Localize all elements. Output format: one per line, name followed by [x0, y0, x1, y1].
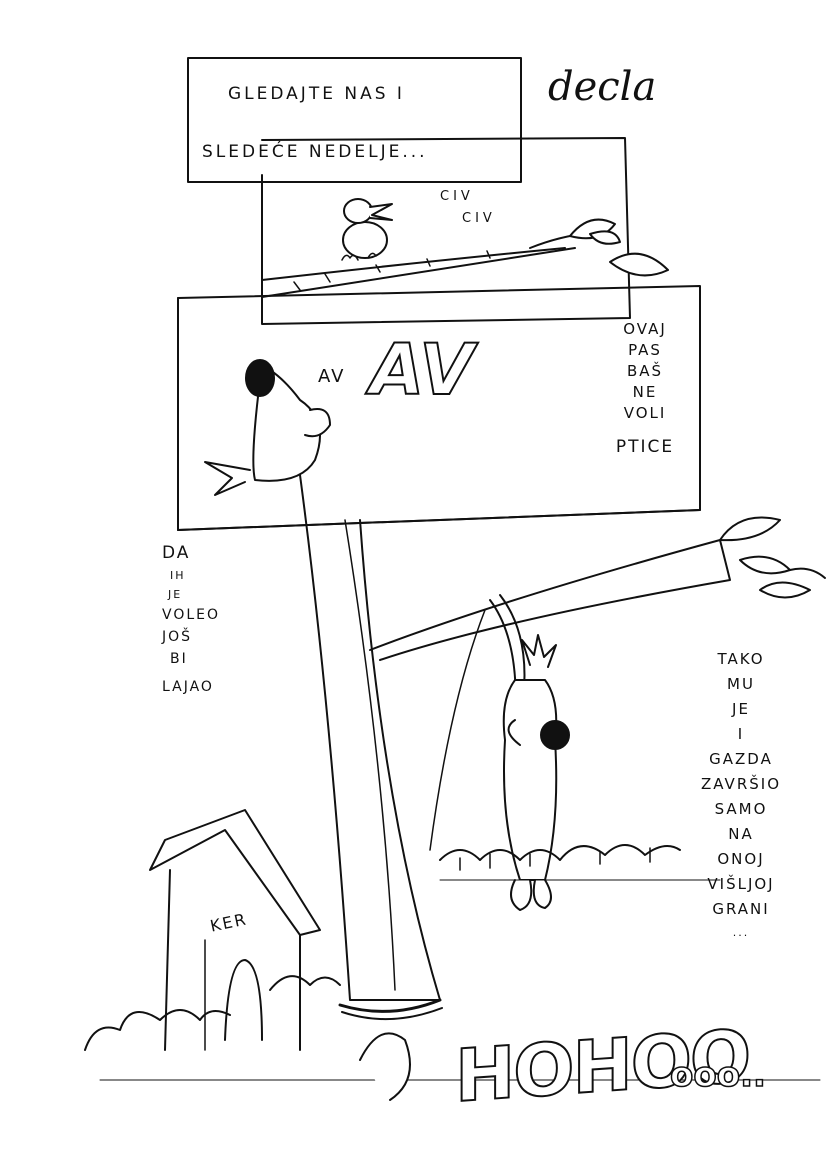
- dog-caption-word: PTICE: [615, 437, 675, 457]
- right-caption-word: GAZDA: [709, 750, 773, 768]
- bark-small: AV: [318, 366, 346, 387]
- right-caption: TAKO MU JE I GAZDA ZAVRŠIO SAMO NA ONOJ …: [676, 650, 806, 939]
- chirp-line-1: CIV: [440, 189, 474, 204]
- bird-panel: [261, 137, 631, 325]
- left-caption-word: VOLEO: [162, 607, 221, 623]
- right-caption-word: GRANI: [712, 900, 770, 918]
- dog-caption: OVAJ PAS BAŠ NE VOLI PTICE: [600, 322, 690, 456]
- left-caption-word: LAJAO: [162, 679, 214, 695]
- right-caption-word: I: [737, 725, 745, 743]
- right-caption-word: ...: [732, 926, 750, 939]
- right-caption-word: JE: [732, 700, 750, 718]
- signature: decla: [548, 64, 657, 110]
- doghouse-drawing: [149, 809, 321, 1051]
- chirp-line-2: CIV: [462, 211, 496, 226]
- title-line-2: SLEDEĆE NEDELJE...: [202, 142, 428, 162]
- left-caption: DA IH JE VOLEO JOŠ BI LAJAO: [162, 543, 252, 695]
- right-caption-word: MU: [727, 675, 755, 693]
- right-caption-word: NA: [728, 825, 754, 843]
- title-panel: [187, 57, 522, 183]
- left-caption-word: JE: [168, 588, 183, 601]
- small-bird-drawing: [341, 198, 393, 261]
- right-caption-word: VIŠLJOJ: [707, 875, 775, 893]
- hanging-bird-drawing: [502, 634, 570, 911]
- right-caption-word: ZAVRŠIO: [700, 775, 781, 793]
- right-caption-word: SAMO: [714, 800, 768, 818]
- title-line-1: GLEDAJTE NAS I: [228, 84, 405, 104]
- dog-head-drawing: [204, 359, 331, 496]
- right-caption-word: TAKO: [717, 650, 765, 668]
- laugh-tail: ooo..: [669, 1055, 766, 1095]
- tree-trunk: [299, 474, 441, 1001]
- left-caption-word: DA: [162, 543, 191, 563]
- left-caption-word: IH: [170, 569, 186, 582]
- left-caption-word: BI: [170, 651, 188, 667]
- left-caption-word: JOŠ: [162, 629, 193, 645]
- dog-caption-word: BAŠ: [626, 362, 664, 380]
- dog-caption-word: VOLI: [623, 404, 667, 422]
- bark-big: AV: [369, 329, 475, 411]
- dog-caption-word: PAS: [628, 341, 662, 359]
- dog-caption-word: NE: [632, 383, 658, 401]
- dog-caption-word: OVAJ: [623, 320, 667, 338]
- right-caption-word: ONOJ: [717, 850, 765, 868]
